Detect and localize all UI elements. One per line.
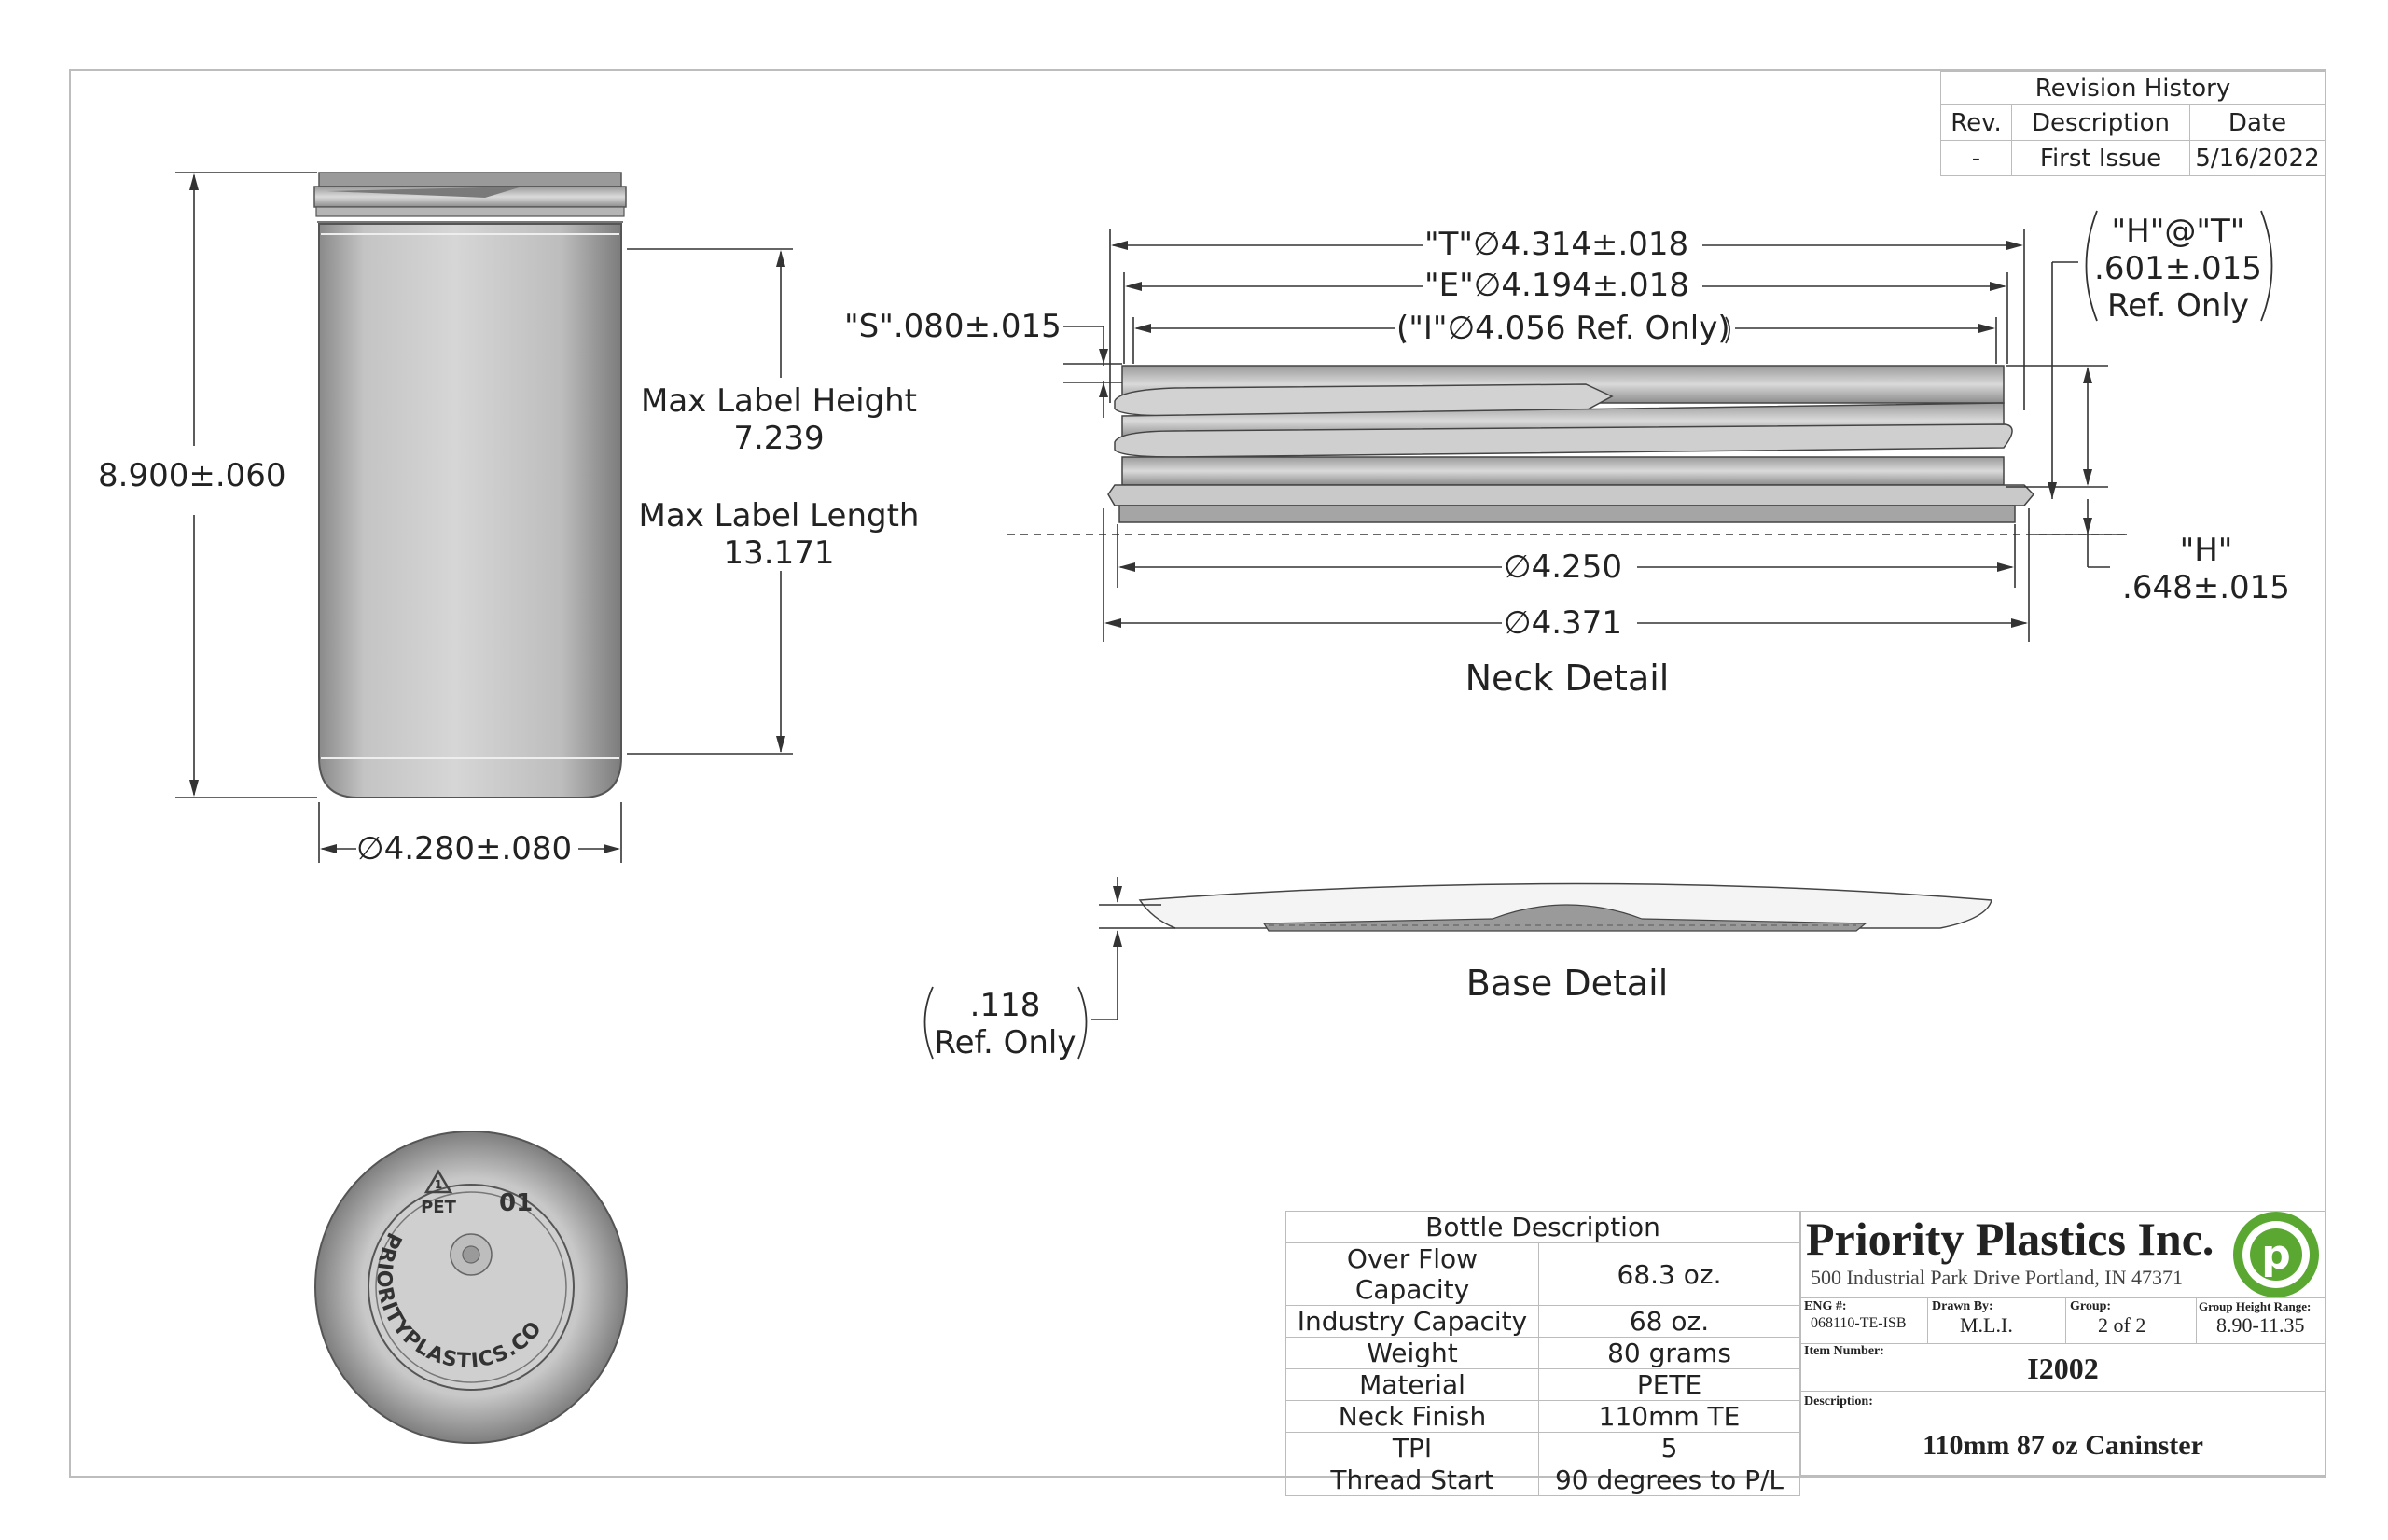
t-dimension-lines (1109, 229, 2025, 410)
height-range-label: Group Height Range: (2199, 1299, 2312, 1313)
company-address: 500 Industrial Park Drive Portland, IN 4… (1811, 1266, 2183, 1289)
description-label: Description: (1804, 1394, 1873, 1408)
item-number-label: Item Number: (1804, 1344, 1884, 1358)
recycle-icon (423, 1169, 453, 1194)
neck-detail-title: Neck Detail (1465, 658, 1670, 699)
drawn-by-value: M.L.I. (1960, 1313, 2013, 1337)
eng-value: 068110-TE-ISB (1811, 1315, 1907, 1331)
dia-4371-lines (1103, 508, 2030, 642)
sheet-border (69, 69, 2326, 1478)
height-dimension-label: 8.900±.060 (98, 457, 286, 494)
neck-detail-drawing (1107, 365, 2035, 523)
spec-value: 68 oz. (1538, 1305, 1800, 1338)
spec-value: PETE (1538, 1368, 1800, 1401)
dia-4250-label: ∅4.250 (1504, 548, 1622, 586)
diameter-dimension-label: ∅4.280±.080 (356, 830, 573, 867)
company-logo: p (2233, 1212, 2319, 1297)
item-number-value: I2002 (2027, 1352, 2099, 1385)
spec-value: 90 degrees to P/L (1538, 1464, 1800, 1496)
spec-label: Over Flow Capacity (1285, 1242, 1539, 1306)
rev-header: Rev. (1940, 104, 2012, 141)
reference-parentheses (923, 210, 2273, 1060)
description-header: Description (2011, 104, 2190, 141)
e-dimension-lines (1123, 272, 2008, 364)
spec-label: Thread Start (1285, 1464, 1539, 1496)
description-value: 110mm 87 oz Caninster (1923, 1430, 2203, 1461)
s-dimension-lines (1063, 326, 1122, 418)
spec-label: Weight (1285, 1337, 1539, 1369)
rev-date-value: 5/16/2022 (2189, 140, 2326, 176)
label-height-value: 7.239 (733, 420, 825, 457)
h-at-t-label-line3: Ref. Only (2106, 287, 2249, 325)
group-value: 2 of 2 (2098, 1313, 2146, 1337)
label-length-value: 13.171 (723, 534, 835, 572)
base-detail-drawing (1138, 882, 1992, 932)
date-header: Date (2189, 104, 2326, 141)
company-name: Priority Plastics Inc. (1806, 1213, 2214, 1265)
rev-description-value: First Issue (2011, 140, 2190, 176)
label-height-dimension (627, 248, 793, 755)
spec-label: Material (1285, 1368, 1539, 1401)
e-dimension-label: "E"∅4.194±.018 (1424, 267, 1689, 304)
height-dimension (175, 172, 317, 798)
recycle-number: 01 (499, 1189, 533, 1217)
s-dimension-label: "S".080±.015 (844, 308, 1062, 345)
revision-title: Revision History (1940, 71, 2326, 105)
spec-value: 68.3 oz. (1538, 1242, 1800, 1306)
base-detail-title: Base Detail (1465, 963, 1669, 1004)
spec-value: 80 grams (1538, 1337, 1800, 1369)
resin-code: PET (421, 1198, 456, 1217)
h-at-t-dimension-lines (2006, 261, 2108, 499)
svg-text:p: p (2261, 1231, 2291, 1279)
bottle-description-title: Bottle Description (1285, 1211, 1800, 1243)
title-block: Priority Plastics Inc. 500 Industrial Pa… (1800, 1211, 2326, 1476)
base-ref-line1: .118 (969, 987, 1041, 1024)
spec-label: Industry Capacity (1285, 1305, 1539, 1338)
i-dimension-lines (1132, 317, 1997, 364)
eng-label: ENG #: (1804, 1299, 1847, 1313)
label-height-title: Max Label Height (640, 382, 918, 420)
spec-label: TPI (1285, 1432, 1539, 1464)
title-block-info-row: ENG #: 068110-TE-ISB Drawn By: M.L.I. Gr… (1801, 1297, 2325, 1344)
t-dimension-label: "T"∅4.314±.018 (1424, 226, 1689, 263)
height-range-value: 8.90-11.35 (2216, 1313, 2305, 1337)
spec-value: 110mm TE (1538, 1400, 1800, 1433)
bottle-front-view (313, 172, 627, 798)
spec-value: 5 (1538, 1432, 1800, 1464)
group-label: Group: (2070, 1299, 2112, 1313)
rev-value: - (1940, 140, 2012, 176)
h-dimension-lines (2034, 499, 2127, 568)
svg-text:1: 1 (435, 1178, 442, 1191)
h-label-line2: .648±.015 (2122, 569, 2290, 606)
revision-history-table: Revision History Rev. Description Date -… (1940, 71, 2326, 176)
base-ref-line2: Ref. Only (934, 1024, 1076, 1061)
h-at-t-label-line1: "H"@"T" (2111, 213, 2245, 250)
dia-4371-label: ∅4.371 (1504, 604, 1622, 642)
i-dimension-label: ("I"∅4.056 Ref. Only) (1396, 310, 1730, 347)
h-label-line1: "H" (2179, 532, 2233, 569)
h-at-t-label-line2: .601±.015 (2094, 250, 2262, 287)
drawn-by-label: Drawn By: (1932, 1299, 1993, 1313)
dia-4250-lines (1117, 524, 2016, 588)
label-length-title: Max Label Length (638, 497, 920, 534)
spec-label: Neck Finish (1285, 1400, 1539, 1433)
